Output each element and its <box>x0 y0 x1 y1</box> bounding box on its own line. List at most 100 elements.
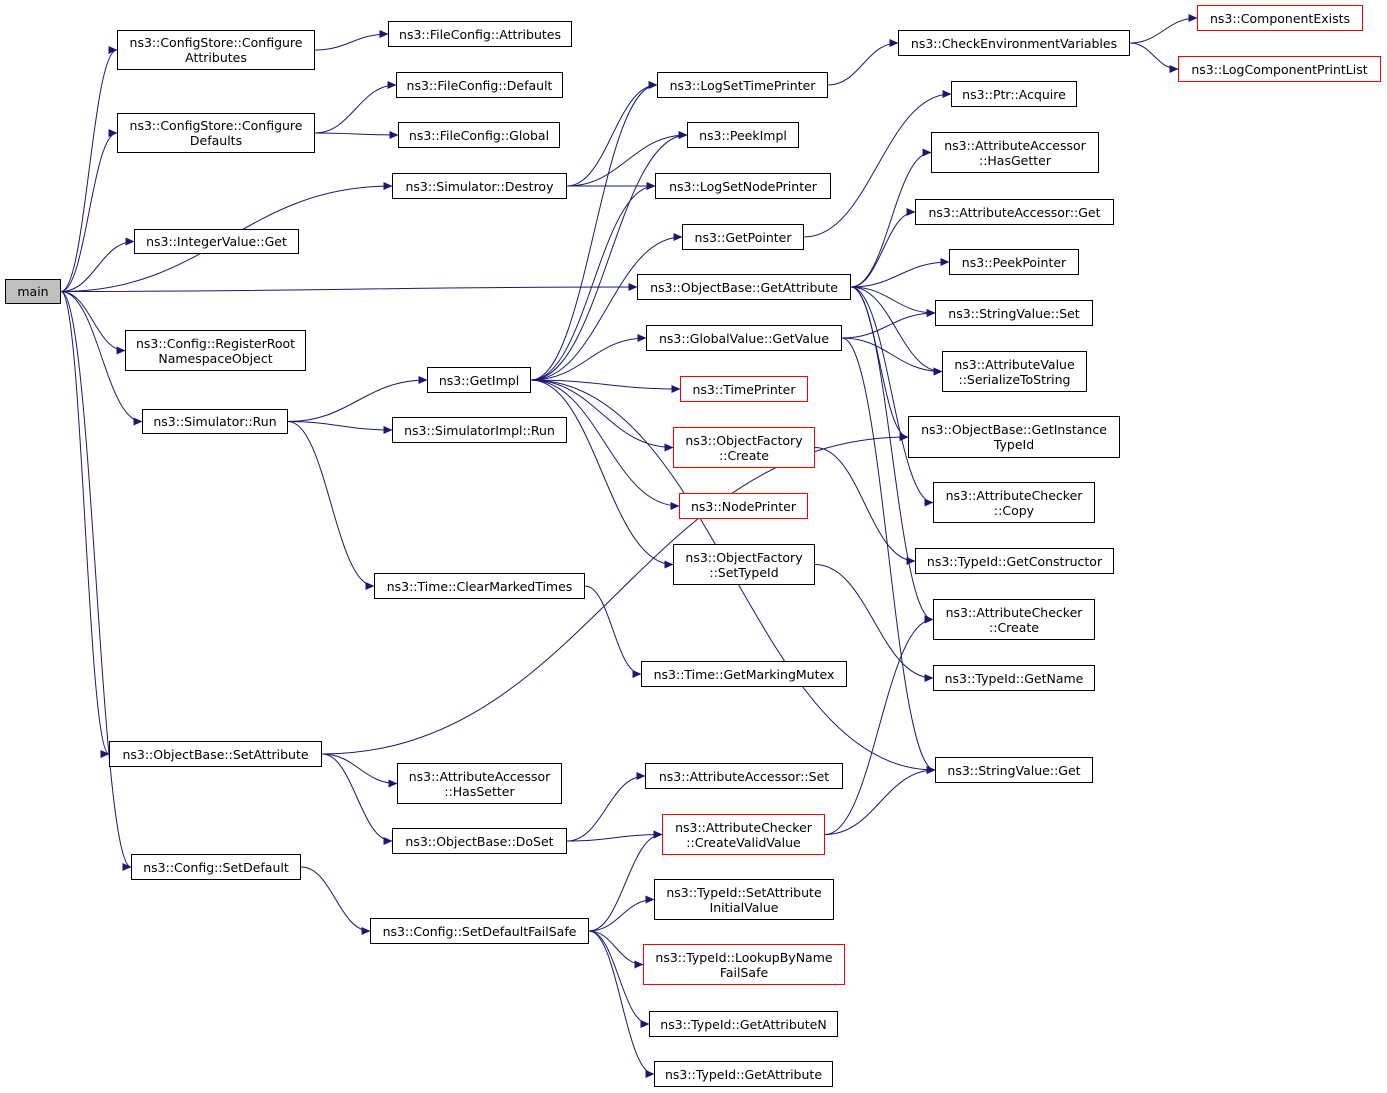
node-label-line: ns3::Time::ClearMarkedTimes <box>386 578 573 594</box>
node-label-line: ns3::AttributeChecker <box>675 819 812 835</box>
node-tid-getattr[interactable]: ns3::TypeId::GetAttribute <box>654 1061 833 1087</box>
node-aa-hassetter[interactable]: ns3::AttributeAccessor::HasSetter <box>397 763 562 804</box>
node-label-line: main <box>17 284 49 299</box>
edge-cfg_failsafe-to-ac_createvalid <box>588 830 663 932</box>
node-sv-set[interactable]: ns3::StringValue::Set <box>935 300 1093 326</box>
node-av-serialize[interactable]: ns3::AttributeValue::SerializeToString <box>942 351 1087 392</box>
node-label-line: ns3::FileConfig::Default <box>406 77 553 93</box>
edge-ob_getattr-to-peekpointer <box>850 258 950 288</box>
edge-ac_createvalid-to-sv_get <box>824 766 936 835</box>
node-getpointer[interactable]: ns3::GetPointer <box>682 224 804 250</box>
node-cfg-setdef[interactable]: ns3::Config::SetDefault <box>131 854 301 880</box>
edge-getimpl-to-gv_getvalue <box>530 334 647 381</box>
node-aa-hasgetter[interactable]: ns3::AttributeAccessor::HasGetter <box>931 132 1099 173</box>
node-label-line: ns3::LogSetNodePrinter <box>669 178 817 194</box>
node-ob-doset[interactable]: ns3::ObjectBase::DoSet <box>392 828 567 854</box>
node-ob-setattr[interactable]: ns3::ObjectBase::SetAttribute <box>109 741 322 767</box>
node-nodeprinter[interactable]: ns3::NodePrinter <box>679 493 808 519</box>
edge-getimpl-to-peekimpl <box>530 131 688 381</box>
node-label-line: ns3::AttributeChecker <box>945 604 1083 620</box>
node-getimpl[interactable]: ns3::GetImpl <box>427 367 531 393</box>
node-label-line: ::SetTypeId <box>709 564 779 580</box>
node-tid-getname[interactable]: ns3::TypeId::GetName <box>933 665 1095 691</box>
edge-check_env-to-comp_exists <box>1129 14 1198 44</box>
node-label-line: ::SerializeToString <box>958 371 1071 387</box>
edge-main-to-cfg_reg <box>60 291 126 355</box>
node-of-create[interactable]: ns3::ObjectFactory::Create <box>673 427 815 468</box>
node-aa-set[interactable]: ns3::AttributeAccessor::Set <box>645 763 843 789</box>
node-label-line: ns3::Time::GetMarkingMutex <box>653 666 835 682</box>
node-label-line: ns3::LogSetTimePrinter <box>669 77 816 93</box>
node-label-line: ::Create <box>719 447 769 463</box>
node-timeprinter[interactable]: ns3::TimePrinter <box>680 376 808 402</box>
node-label-line: Defaults <box>189 133 243 148</box>
node-cfg-failsafe[interactable]: ns3::Config::SetDefaultFailSafe <box>370 918 589 944</box>
node-sim-destroy[interactable]: ns3::Simulator::Destroy <box>392 173 567 199</box>
node-log-timeprinter[interactable]: ns3::LogSetTimePrinter <box>657 72 828 98</box>
node-label-line: ns3::ConfigStore::Configure <box>129 35 303 50</box>
edge-main-to-cs_def <box>60 129 118 292</box>
node-gv-getvalue[interactable]: ns3::GlobalValue::GetValue <box>646 325 842 351</box>
node-time-mutex[interactable]: ns3::Time::GetMarkingMutex <box>641 661 847 687</box>
node-fc-attr[interactable]: ns3::FileConfig::Attributes <box>388 21 572 47</box>
node-int-get[interactable]: ns3::IntegerValue::Get <box>134 229 299 254</box>
node-label-line: ns3::StringValue::Get <box>947 762 1081 778</box>
node-of-settypeid[interactable]: ns3::ObjectFactory::SetTypeId <box>673 544 815 585</box>
node-label-line: ns3::LogComponentPrintList <box>1191 61 1368 77</box>
node-peekimpl[interactable]: ns3::PeekImpl <box>687 122 799 148</box>
node-label-line: FailSafe <box>719 964 769 980</box>
node-simimpl-run[interactable]: ns3::SimulatorImpl::Run <box>392 417 567 443</box>
edge-ob_getattr-to-sv_set <box>850 286 936 317</box>
node-label-line: ns3::TypeId::GetAttribute <box>664 1066 823 1082</box>
edge-getimpl-to-log_timeprinter <box>530 81 658 381</box>
edge-cfg_failsafe-to-tid_lookup <box>588 930 644 969</box>
node-label-line: ns3::SimulatorImpl::Run <box>404 422 555 438</box>
node-label-line: ns3::FileConfig::Global <box>408 127 550 143</box>
node-fc-def[interactable]: ns3::FileConfig::Default <box>396 72 563 98</box>
edge-cfg_failsafe-to-tid_getattr <box>588 930 655 1078</box>
edge-gv_getvalue-to-sv_set <box>841 309 936 339</box>
node-fc-glob[interactable]: ns3::FileConfig::Global <box>398 122 560 148</box>
node-ptr-acquire[interactable]: ns3::Ptr::Acquire <box>951 81 1077 107</box>
edge-getimpl-to-of_create <box>530 379 674 452</box>
edge-main-to-sim_run <box>60 291 143 426</box>
node-label-line: ns3::TypeId::GetConstructor <box>926 553 1103 569</box>
node-ac-create[interactable]: ns3::AttributeChecker::Create <box>933 599 1095 640</box>
node-label-line: ns3::Simulator::Run <box>153 414 277 429</box>
node-sv-get[interactable]: ns3::StringValue::Get <box>935 757 1093 783</box>
edge-cfg_failsafe-to-tid_setattrinit <box>588 895 655 932</box>
node-ac-createvalid[interactable]: ns3::AttributeChecker::CreateValidValue <box>662 814 825 855</box>
edge-cs_attr-to-fc_attr <box>314 30 389 51</box>
node-check-env[interactable]: ns3::CheckEnvironmentVariables <box>898 30 1130 56</box>
node-comp-exists[interactable]: ns3::ComponentExists <box>1197 5 1363 31</box>
edge-ob_getattr-to-aa_hasgetter <box>850 148 932 288</box>
node-time-clear[interactable]: ns3::Time::ClearMarkedTimes <box>374 573 585 599</box>
edge-sim_run-to-getimpl <box>287 376 428 422</box>
edge-sim_destroy-to-log_timeprinter <box>566 81 658 187</box>
node-tid-getattrn[interactable]: ns3::TypeId::GetAttributeN <box>649 1011 838 1037</box>
node-tid-getctor[interactable]: ns3::TypeId::GetConstructor <box>915 548 1114 574</box>
node-label-line: InitialValue <box>709 899 779 915</box>
edge-of_create-to-tid_getctor <box>814 447 916 565</box>
node-ac-copy[interactable]: ns3::AttributeChecker::Copy <box>933 482 1095 523</box>
node-log-nodeprinter[interactable]: ns3::LogSetNodePrinter <box>655 173 831 199</box>
edge-cfg_failsafe-to-tid_getattrn <box>588 930 650 1028</box>
node-label-line: ns3::GetPointer <box>694 229 792 245</box>
node-label-line: ns3::ObjectBase::DoSet <box>405 833 554 849</box>
node-label-line: ns3::AttributeAccessor <box>944 137 1086 153</box>
node-log-printlist[interactable]: ns3::LogComponentPrintList <box>1178 56 1381 82</box>
node-peekpointer[interactable]: ns3::PeekPointer <box>949 249 1079 275</box>
node-aa-get[interactable]: ns3::AttributeAccessor::Get <box>915 199 1114 225</box>
node-label-line: ns3::ObjectFactory <box>685 549 803 565</box>
node-label-line: ns3::PeekPointer <box>961 254 1067 270</box>
node-ob-getattr[interactable]: ns3::ObjectBase::GetAttribute <box>637 274 851 300</box>
node-sim-run[interactable]: ns3::Simulator::Run <box>142 409 288 434</box>
node-label-line: ::Create <box>989 619 1039 635</box>
